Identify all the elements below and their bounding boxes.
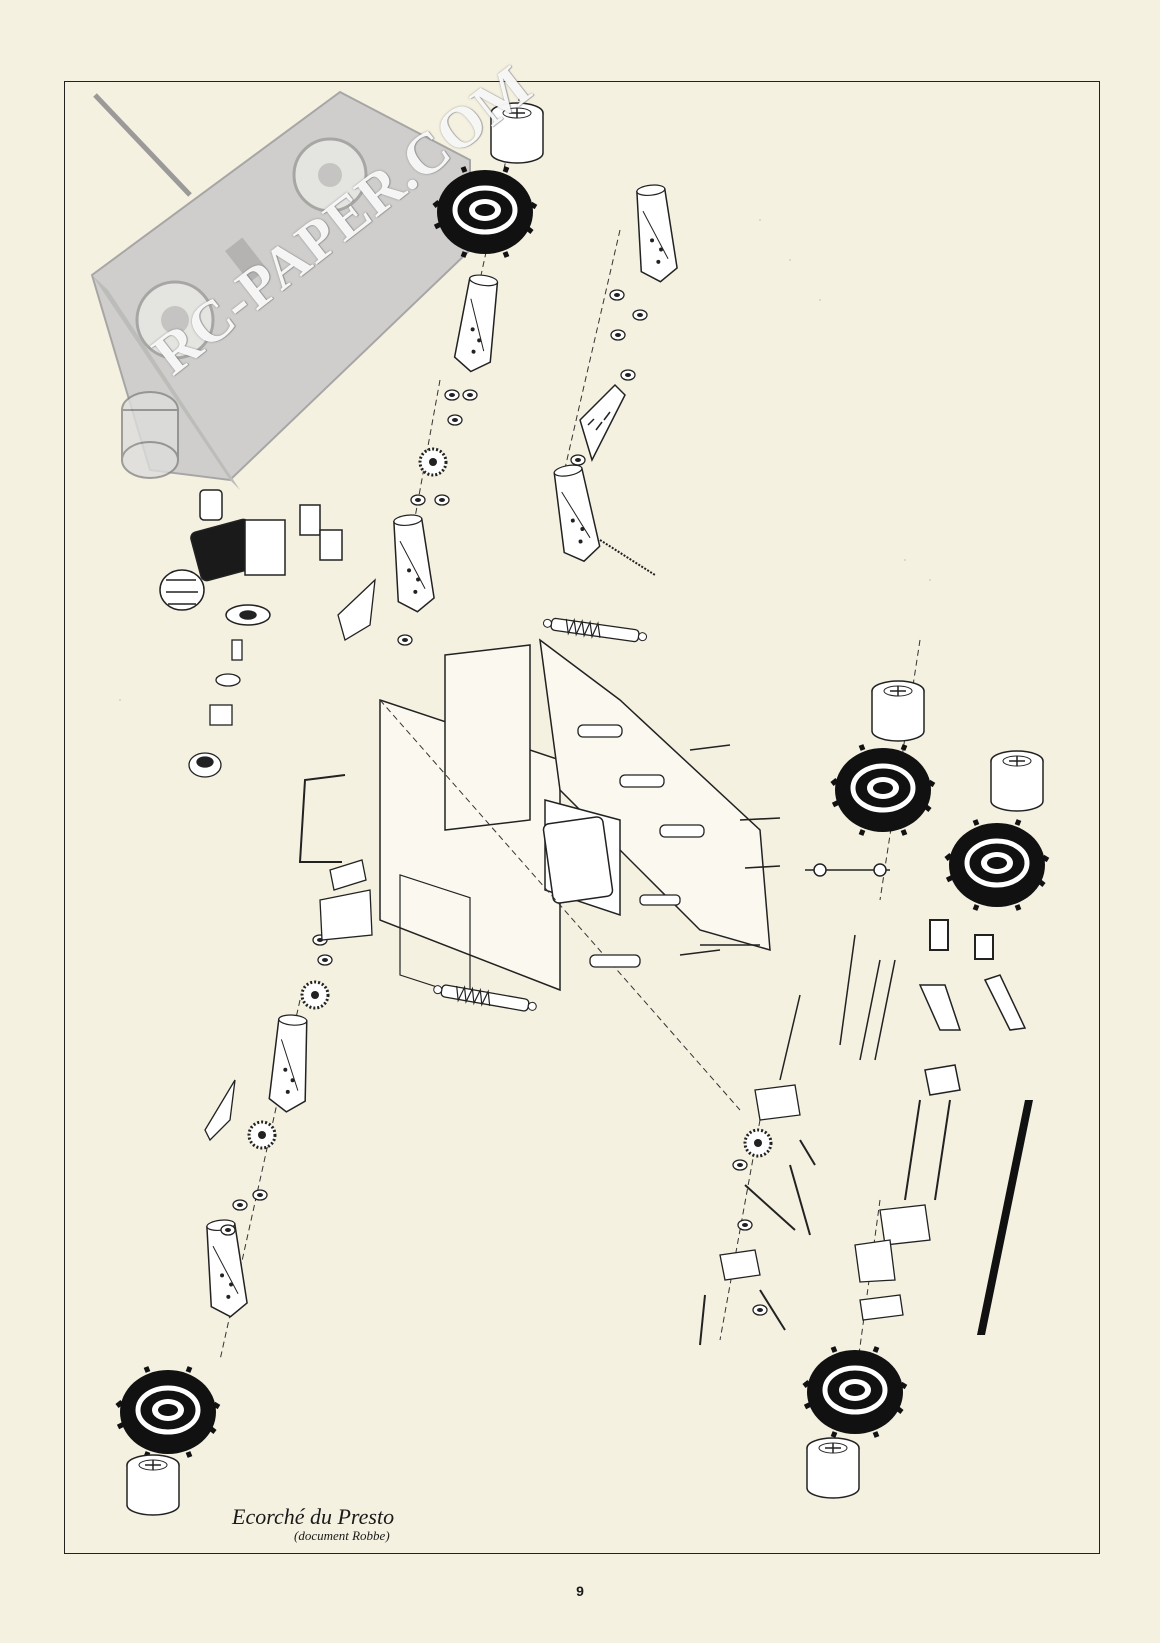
tire-mid-right bbox=[832, 745, 934, 835]
belt-drive bbox=[579, 383, 656, 576]
suspension-arm-upper-right bbox=[631, 182, 680, 285]
watermark-fuel-tank bbox=[121, 391, 179, 479]
gear-lower-left-2 bbox=[247, 1120, 277, 1150]
engine bbox=[159, 489, 343, 626]
bracket-plate-left bbox=[337, 578, 376, 641]
radio-bracket-wire bbox=[298, 774, 346, 863]
suspension-arm-upper bbox=[452, 272, 503, 375]
wheel-rim-far-right bbox=[990, 750, 1044, 812]
wheel-rim-bottom-left bbox=[126, 1454, 180, 1516]
figure-caption: Ecorché du Presto (document Robbe) bbox=[232, 1505, 394, 1543]
gear-lower-right bbox=[743, 1128, 773, 1158]
side-rail-bar bbox=[977, 1100, 1033, 1335]
clutch-parts bbox=[188, 639, 243, 778]
chassis-plates bbox=[379, 638, 771, 999]
wheel-rim-mid-right bbox=[871, 680, 925, 742]
shock-absorber-lower bbox=[431, 981, 539, 1015]
tire-bottom-left bbox=[117, 1367, 219, 1457]
wheel-rim-bottom-right bbox=[806, 1437, 860, 1499]
caption-subtitle: (document Robbe) bbox=[294, 1528, 390, 1543]
suspension-arm-mid-left bbox=[388, 512, 437, 615]
kingpins bbox=[904, 919, 994, 1201]
watermark-transmitter-graphic bbox=[90, 90, 471, 490]
diff-housing-left bbox=[319, 859, 373, 941]
tire-bottom-right bbox=[804, 1347, 906, 1437]
screws bbox=[679, 744, 781, 956]
caption-title: Ecorché du Presto bbox=[232, 1504, 395, 1529]
gear-upper-left bbox=[418, 447, 448, 477]
shock-absorber-upper bbox=[541, 615, 649, 645]
page-number: 9 bbox=[576, 1583, 584, 1599]
figure-frame bbox=[64, 81, 1100, 1554]
suspension-arm-mid-right bbox=[548, 461, 603, 566]
gear-lower-left bbox=[300, 980, 330, 1010]
diff-housing-right bbox=[719, 1084, 931, 1321]
tire-far-right bbox=[946, 820, 1048, 910]
suspension-arm-lower-left bbox=[267, 1013, 312, 1114]
axle-rollers bbox=[577, 724, 705, 968]
steering-linkage bbox=[779, 863, 1027, 1096]
